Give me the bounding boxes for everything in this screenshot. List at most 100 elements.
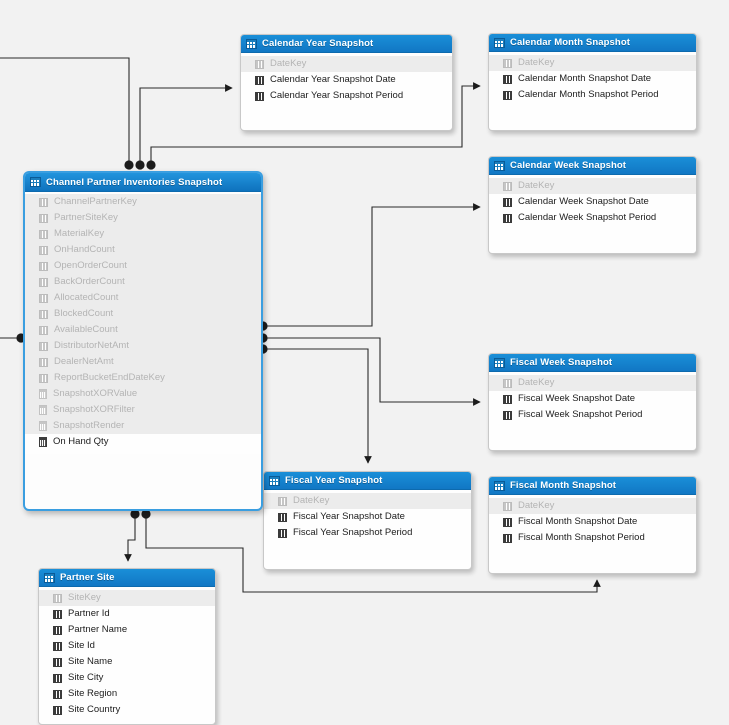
field-row[interactable]: Calendar Year Snapshot Period	[241, 88, 452, 104]
column-field-icon	[503, 394, 512, 404]
field-row[interactable]: SnapshotXORValue	[25, 386, 261, 402]
field-label: Fiscal Week Snapshot Period	[518, 409, 643, 421]
field-row[interactable]: DateKey	[264, 493, 471, 509]
field-row[interactable]: DateKey	[489, 498, 696, 514]
field-row[interactable]: AllocatedCount	[25, 290, 261, 306]
column-field-icon	[39, 341, 48, 351]
column-field-icon	[39, 245, 48, 255]
field-row[interactable]: Fiscal Month Snapshot Period	[489, 530, 696, 546]
table-header-partner-site[interactable]: Partner Site	[39, 569, 215, 587]
endpoint-dot	[124, 160, 134, 170]
field-label: Fiscal Month Snapshot Period	[518, 532, 645, 544]
table-header-calendar-year-snapshot[interactable]: Calendar Year Snapshot	[241, 35, 452, 53]
field-row[interactable]: SnapshotXORFilter	[25, 402, 261, 418]
field-row[interactable]: On Hand Qty	[25, 434, 261, 450]
table-grid-icon	[30, 177, 41, 187]
column-field-icon	[53, 689, 62, 699]
field-row[interactable]: Site City	[39, 670, 215, 686]
field-row[interactable]: Fiscal Week Snapshot Date	[489, 391, 696, 407]
field-row[interactable]: Calendar Month Snapshot Period	[489, 87, 696, 103]
field-row[interactable]: Site Name	[39, 654, 215, 670]
field-row[interactable]: Site Id	[39, 638, 215, 654]
field-label: DateKey	[518, 500, 555, 512]
field-row[interactable]: Site Country	[39, 702, 215, 718]
column-field-icon	[255, 91, 264, 101]
table-title: Fiscal Month Snapshot	[510, 480, 617, 491]
field-label: ReportBucketEndDateKey	[54, 372, 165, 384]
field-row[interactable]: ChannelPartnerKey	[25, 194, 261, 210]
field-row[interactable]: MaterialKey	[25, 226, 261, 242]
field-label: Partner Id	[68, 608, 110, 620]
column-field-icon	[255, 75, 264, 85]
field-label: DateKey	[518, 180, 555, 192]
field-row[interactable]: Partner Name	[39, 622, 215, 638]
column-field-icon	[39, 309, 48, 319]
field-row[interactable]: Partner Id	[39, 606, 215, 622]
table-header-fiscal-week-snapshot[interactable]: Fiscal Week Snapshot	[489, 354, 696, 372]
field-label: BlockedCount	[54, 308, 114, 320]
field-label: On Hand Qty	[53, 436, 109, 448]
field-row[interactable]: AvailableCount	[25, 322, 261, 338]
column-field-icon	[53, 593, 62, 603]
field-row[interactable]: Fiscal Month Snapshot Date	[489, 514, 696, 530]
field-row[interactable]: DateKey	[489, 375, 696, 391]
table-header-calendar-week-snapshot[interactable]: Calendar Week Snapshot	[489, 157, 696, 175]
column-field-icon	[503, 213, 512, 223]
column-field-icon	[53, 641, 62, 651]
column-field-icon	[53, 657, 62, 667]
column-field-icon	[503, 58, 512, 68]
field-label: Site City	[68, 672, 104, 684]
table-title: Fiscal Year Snapshot	[285, 475, 383, 486]
field-label: ChannelPartnerKey	[54, 196, 137, 208]
field-row[interactable]: BlockedCount	[25, 306, 261, 322]
field-row[interactable]: Fiscal Year Snapshot Period	[264, 525, 471, 541]
table-title: Channel Partner Inventories Snapshot	[46, 176, 223, 188]
field-row[interactable]: SnapshotRender	[25, 418, 261, 434]
field-row[interactable]: Site Region	[39, 686, 215, 702]
field-row[interactable]: BackOrderCount	[25, 274, 261, 290]
table-grid-icon	[494, 160, 505, 171]
column-field-icon	[503, 378, 512, 388]
field-row[interactable]: Calendar Year Snapshot Date	[241, 72, 452, 88]
field-row[interactable]: DateKey	[489, 55, 696, 71]
field-label: DateKey	[293, 495, 330, 507]
table-header-calendar-month-snapshot[interactable]: Calendar Month Snapshot	[489, 34, 696, 52]
table-header-fiscal-year-snapshot[interactable]: Fiscal Year Snapshot	[264, 472, 471, 490]
field-row[interactable]: PartnerSiteKey	[25, 210, 261, 226]
field-label: Site Country	[68, 704, 121, 716]
table-header-channel-partner-inventories-snapshot[interactable]: Channel Partner Inventories Snapshot	[25, 173, 261, 192]
field-row[interactable]: DateKey	[489, 178, 696, 194]
field-label: DateKey	[518, 377, 555, 389]
field-label: Site Name	[68, 656, 113, 668]
field-row[interactable]: Calendar Week Snapshot Period	[489, 210, 696, 226]
field-label: AvailableCount	[54, 324, 118, 336]
field-row[interactable]: Calendar Week Snapshot Date	[489, 194, 696, 210]
field-row[interactable]: ReportBucketEndDateKey	[25, 370, 261, 386]
field-row[interactable]: DateKey	[241, 56, 452, 72]
field-row[interactable]: Calendar Month Snapshot Date	[489, 71, 696, 87]
table-header-fiscal-month-snapshot[interactable]: Fiscal Month Snapshot	[489, 477, 696, 495]
column-field-icon	[53, 609, 62, 619]
table-grid-icon	[44, 572, 55, 583]
field-row[interactable]: SiteKey	[39, 590, 215, 606]
column-field-icon	[39, 325, 48, 335]
field-label: SiteKey	[68, 592, 101, 604]
field-label: DateKey	[270, 58, 307, 70]
field-row[interactable]: DistributorNetAmt	[25, 338, 261, 354]
field-row[interactable]: OnHandCount	[25, 242, 261, 258]
field-row[interactable]: Fiscal Year Snapshot Date	[264, 509, 471, 525]
field-row[interactable]: OpenOrderCount	[25, 258, 261, 274]
field-row[interactable]: DealerNetAmt	[25, 354, 261, 370]
field-row[interactable]: Fiscal Week Snapshot Period	[489, 407, 696, 423]
